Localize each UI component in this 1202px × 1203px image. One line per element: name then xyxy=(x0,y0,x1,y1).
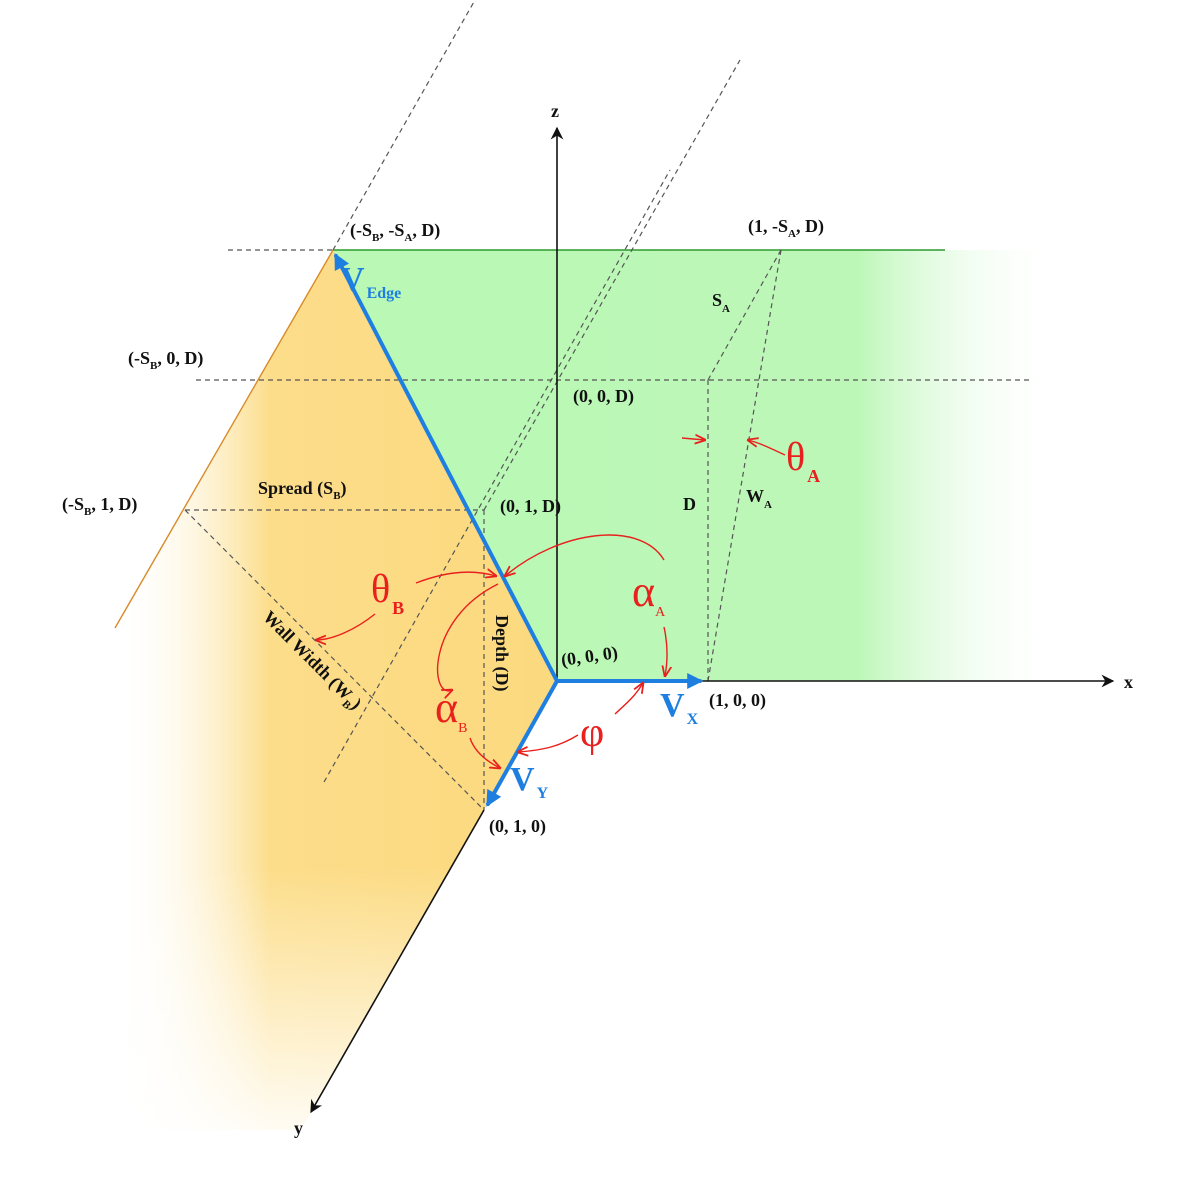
s-a-label: SA xyxy=(712,290,730,315)
point-neg-sb-0-d: (-SB, 0, D) xyxy=(128,348,203,372)
phi-label: φ xyxy=(580,710,604,756)
point-0-1-0: (0, 1, 0) xyxy=(489,816,546,837)
point-neg-sb-1-d: (-SB, 1, D) xyxy=(62,494,137,518)
v-y-vector xyxy=(486,679,559,807)
point-far-top: (1, -SA, D) xyxy=(748,216,824,240)
angle-arcs xyxy=(316,438,786,768)
spread-b-label: Spread (SB) xyxy=(258,478,347,502)
y-axis-label: y xyxy=(294,1118,303,1138)
point-edge-top: (-SB, -SA, D) xyxy=(350,220,440,244)
d-label: D xyxy=(683,494,696,514)
z-axis-label: z xyxy=(551,101,559,121)
construction-lines xyxy=(184,0,1030,811)
point-1-0-0: (1, 0, 0) xyxy=(709,690,766,711)
x-axis-label: x xyxy=(1124,672,1133,692)
depth-label: Depth (D) xyxy=(491,615,512,692)
w-a-label: WA xyxy=(746,486,772,511)
point-0-1-d: (0, 1, D) xyxy=(500,496,561,517)
wall-b-outer-edge xyxy=(114,249,334,629)
point-origin-d: (0, 0, D) xyxy=(573,386,634,407)
v-edge-vector xyxy=(334,253,559,683)
y-axis xyxy=(310,809,485,1114)
alpha-b-label: αB xyxy=(435,683,467,736)
alpha-a-label: αA xyxy=(632,567,666,620)
